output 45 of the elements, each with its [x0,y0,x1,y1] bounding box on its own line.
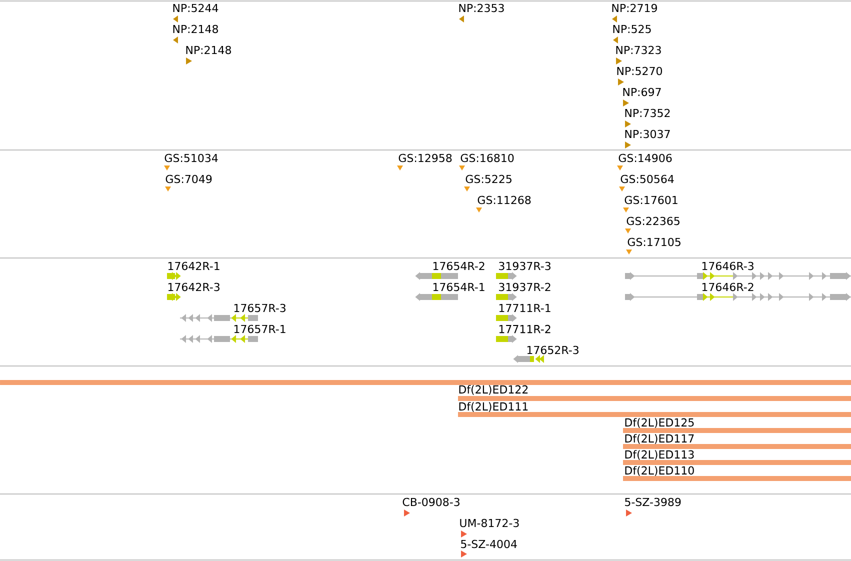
feature-label: 17711R-2 [499,324,550,334]
feature-label: Df(2L)ED117 [625,434,694,444]
feature-label: NP:5270 [617,66,662,76]
feature-label: 5-SZ-4004 [461,540,517,548]
feature-label: GS:12958 [398,154,452,162]
feature-label: 17654R-2 [433,262,484,270]
feature-label: NP:2353 [459,4,504,12]
feature-label: GS:17105 [628,238,680,246]
feature-label: NP:7352 [625,108,670,118]
feature-label: 17642R-3 [168,282,220,292]
feature-label: 31937R-3 [499,262,550,270]
feature-label: NP:2148 [186,46,231,54]
feature-label: GS:7049 [166,174,212,184]
feature-label: UM-8172-3 [460,518,519,528]
feature-label: GS:51034 [164,154,218,162]
feature-label: Df(2L)ED125 [625,418,694,428]
feature-label: Df(2L)ED110 [625,466,694,476]
feature-label: NP:525 [613,24,651,34]
feature-label: 17646R-3 [702,262,754,270]
feature-label: GS:5225 [466,174,512,184]
feature-label: GS:14906 [618,154,672,162]
feature-label: NP:697 [623,88,661,96]
feature-label: NP:2148 [173,24,218,34]
feature-label: 17657R-3 [234,304,286,312]
feature-label: 31937R-2 [499,282,550,292]
feature-label: GS:50564 [620,174,674,184]
feature-label: NP:5244 [173,4,218,12]
feature-label: GS:22365 [626,216,680,226]
feature-label: 17642R-1 [168,262,220,270]
feature-label: 17652R-3 [527,346,578,354]
feature-label: NP:2719 [612,4,657,12]
feature-label: GS:11268 [478,196,531,204]
feature-label: CB-0908-3 [402,498,460,506]
feature-label: 17657R-1 [234,324,286,334]
feature-label: Df(2L)ED111 [459,402,528,412]
feature-label: GS:17601 [624,196,678,204]
feature-label: NP:7323 [616,46,661,54]
feature-label: Df(2L)ED113 [625,450,694,460]
feature-label: 17711R-1 [499,304,550,312]
feature-label: 5-SZ-3989 [625,498,681,506]
feature-label: GS:16810 [460,154,514,162]
feature-label: 17654R-1 [433,282,484,292]
feature-label: NP:3037 [625,130,670,138]
feature-label: Df(2L)ED122 [459,385,528,395]
feature-label: 17646R-2 [702,282,754,292]
